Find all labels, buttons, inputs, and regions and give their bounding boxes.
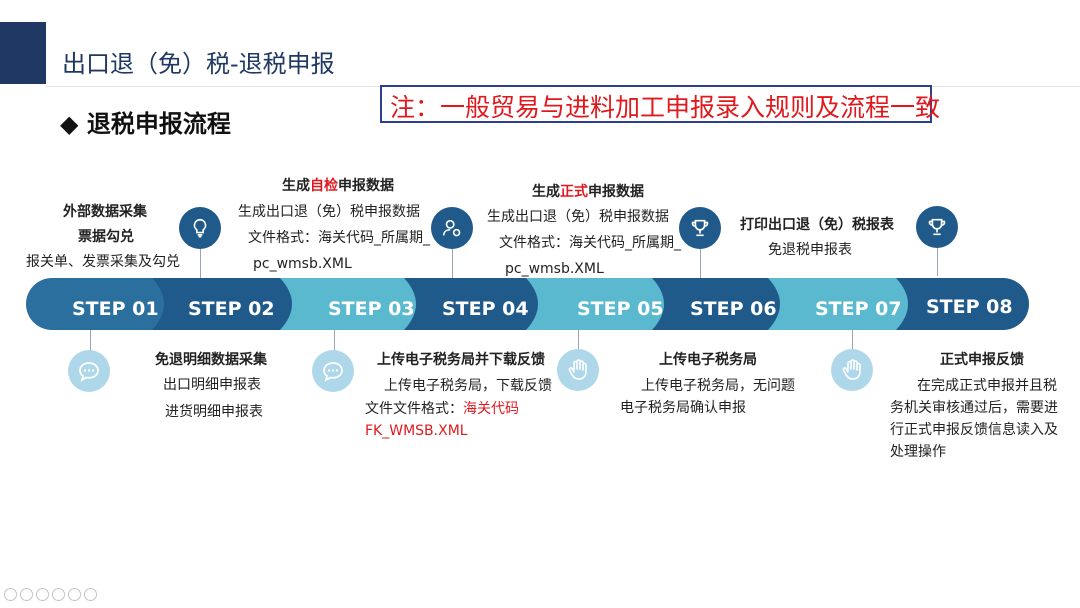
connector-line (200, 248, 201, 278)
connector-line (334, 330, 335, 352)
step-05-line1: 生成出口退（免）税申报数据 (487, 209, 669, 225)
trophy-icon (916, 206, 958, 248)
step-08-label: STEP 08 (926, 296, 1013, 318)
step-04-label: STEP 04 (442, 298, 529, 320)
step-02-segment (152, 278, 292, 330)
step-05-title-highlight: 正式 (560, 184, 588, 200)
step-03-line3: pc_wmsb.XML (253, 256, 352, 272)
step-05-line3: pc_wmsb.XML (505, 261, 604, 277)
step-03-label: STEP 03 (328, 298, 415, 320)
step-03-title-pre: 生成 (282, 178, 310, 194)
section-title: ◆ 退税申报流程 (60, 104, 231, 139)
step-05-line2: 文件格式：海关代码_所属期_ (499, 235, 681, 251)
step-05-title-post: 申报数据 (588, 184, 644, 200)
step-04-segment (404, 278, 538, 330)
step-07-title: 打印出口退（免）税报表 (740, 217, 894, 233)
note-box (380, 85, 932, 123)
step-08-title: 正式申报反馈 (940, 352, 1024, 368)
step-02-label: STEP 02 (188, 298, 275, 320)
hand-icon (831, 349, 873, 391)
step-08-segment (896, 278, 1029, 330)
step-05-title: 生成正式申报数据 (532, 182, 644, 202)
step-01-segment (26, 278, 164, 330)
step-07-label: STEP 07 (815, 298, 902, 320)
step-04-title: 上传电子税务局并下载反馈 (377, 352, 545, 368)
step-04-line2-red: 海关代码 (463, 401, 519, 417)
step-02-line1: 出口明细申报表 (163, 377, 261, 393)
step-06-line1: 上传电子税务局，无问题 (641, 378, 795, 394)
step-03-title: 生成自检申报数据 (282, 176, 394, 196)
slides-grid-icon[interactable] (52, 588, 65, 601)
pen-icon[interactable] (36, 588, 49, 601)
step-03-title-highlight: 自检 (310, 178, 338, 194)
step-04-line1: 上传电子税务局，下载反馈 (384, 378, 552, 394)
chat-icon (68, 350, 110, 392)
connector-line (578, 330, 579, 350)
step-05-label: STEP 05 (577, 298, 664, 320)
step-01-label: STEP 01 (72, 298, 159, 320)
step-01-desc: 报关单、发票采集及勾兑 (26, 254, 180, 270)
step-08-line3: 行正式申报反馈信息读入及 (890, 422, 1058, 438)
step-06-segment (652, 278, 780, 330)
bullet-icon: ◆ (60, 110, 79, 138)
connector-line (937, 248, 938, 276)
connector-line (700, 248, 701, 278)
user-settings-icon (431, 207, 473, 249)
step-08-line1: 在完成正式申报并且税 (917, 378, 1057, 394)
step-04-line2: 文件文件格式：海关代码 (365, 399, 519, 419)
step-03-line1: 生成出口退（免）税申报数据 (238, 204, 420, 220)
step-05-title-pre: 生成 (532, 184, 560, 200)
step-04-line3: FK_WMSB.XML (365, 423, 468, 439)
hand-icon (557, 349, 599, 391)
connector-line (852, 330, 853, 350)
slideshow-toolbar (4, 588, 97, 601)
connector-line (452, 248, 453, 278)
step-01-title: 外部数据采集 (63, 204, 147, 220)
step-02-line2: 进货明细申报表 (165, 404, 263, 420)
step-06-title: 上传电子税务局 (659, 352, 757, 368)
lightbulb-icon (179, 207, 221, 249)
header-accent-bar (0, 22, 46, 84)
step-08-line4: 处理操作 (890, 444, 946, 460)
chat-icon (312, 350, 354, 392)
page-title: 出口退（免）税-退税申报 (62, 50, 335, 78)
connector-line (90, 330, 91, 352)
section-title-text: 退税申报流程 (86, 110, 231, 138)
step-03-line2: 文件格式：海关代码_所属期_ (248, 230, 430, 246)
step-timeline (26, 278, 1029, 330)
step-08-line2: 务机关审核通过后，需要进 (890, 400, 1058, 416)
step-07-segment (768, 278, 908, 330)
more-icon[interactable] (84, 588, 97, 601)
note-text: 注：一般贸易与进料加工申报录入规则及流程一致 (390, 93, 941, 122)
zoom-icon[interactable] (68, 588, 81, 601)
trophy-icon (679, 207, 721, 249)
step-05-segment (526, 278, 664, 330)
prev-slide-icon[interactable] (4, 588, 17, 601)
step-07-line1: 免退税申报表 (768, 242, 852, 258)
step-03-segment (280, 278, 416, 330)
step-01-subtitle: 票据勾兑 (78, 229, 134, 245)
step-04-line2-pre: 文件文件格式： (365, 401, 463, 417)
step-06-label: STEP 06 (690, 298, 777, 320)
step-02-title: 免退明细数据采集 (155, 352, 267, 368)
next-slide-icon[interactable] (20, 588, 33, 601)
step-03-title-post: 申报数据 (338, 178, 394, 194)
step-06-line2: 电子税务局确认申报 (620, 400, 746, 416)
